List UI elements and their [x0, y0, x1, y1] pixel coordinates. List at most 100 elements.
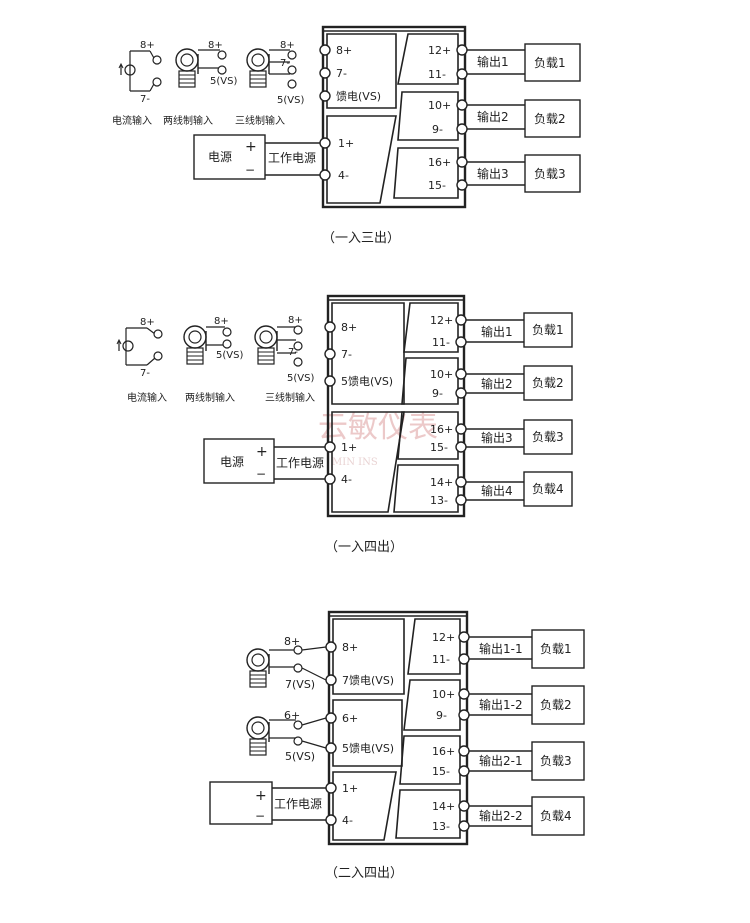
- svg-text:15-: 15-: [432, 765, 450, 778]
- power-supply-box: [203, 438, 275, 484]
- svg-text:13-: 13-: [430, 494, 448, 507]
- svg-text:7(VS): 7(VS): [285, 678, 315, 691]
- diagram-caption: （一入三出）: [322, 231, 400, 246]
- svg-text:13-: 13-: [432, 820, 450, 833]
- svg-text:输出2-1: 输出2-1: [479, 753, 523, 768]
- diagram-one-in-three-out: 8+ 7- 8+ 5(VS) 8+ 7- 5(VS) 电流输入 两线制输入 三线…: [112, 25, 581, 246]
- diagram-caption: （一入四出）: [325, 540, 403, 555]
- svg-text:16+: 16+: [428, 156, 451, 169]
- power-terminal-neg: 4-: [341, 473, 352, 486]
- legend-current-input: 电流输入: [112, 114, 152, 127]
- legend-two-wire-input: 两线制输入: [185, 391, 235, 404]
- svg-text:7-: 7-: [140, 94, 150, 105]
- svg-text:+: +: [255, 788, 267, 804]
- svg-text:11-: 11-: [432, 653, 450, 666]
- svg-text:负载4: 负载4: [540, 809, 572, 823]
- svg-text:7-: 7-: [140, 368, 150, 379]
- input-terminal-2: 7-: [336, 67, 347, 80]
- watermark-text: 云敏仪表: [318, 410, 438, 445]
- svg-text:−: −: [255, 809, 265, 823]
- svg-text:负载1: 负载1: [540, 642, 572, 656]
- input-terminal-1: 8+: [341, 321, 357, 334]
- svg-text:负载4: 负载4: [532, 482, 564, 496]
- power-supply-label: 电源: [220, 455, 244, 469]
- svg-text:输出1: 输出1: [481, 324, 513, 339]
- svg-text:5(VS): 5(VS): [285, 750, 315, 763]
- module-body: [327, 610, 469, 846]
- input-terminal-1: 8+: [336, 44, 352, 57]
- svg-text:7-: 7-: [280, 58, 290, 69]
- power-terminal-pos: 1+: [342, 782, 358, 795]
- svg-text:负载3: 负载3: [534, 167, 566, 181]
- svg-text:负载2: 负载2: [540, 698, 572, 712]
- input-terminal-3: 馈电(VS): [336, 90, 381, 103]
- svg-text:负载2: 负载2: [532, 376, 564, 390]
- svg-text:7-: 7-: [288, 347, 298, 358]
- svg-text:11-: 11-: [432, 336, 450, 349]
- power-terminal-neg: 4-: [338, 169, 349, 182]
- svg-text:8+: 8+: [288, 315, 303, 326]
- output-channel-2: 10+ 9- 输出2 负载2: [430, 365, 573, 401]
- svg-text:10+: 10+: [430, 368, 453, 381]
- svg-text:输出1-1: 输出1-1: [479, 641, 523, 656]
- svg-text:−: −: [245, 163, 255, 177]
- svg-text:8+: 8+: [214, 316, 229, 327]
- svg-text:5(VS): 5(VS): [216, 350, 243, 361]
- svg-text:11-: 11-: [428, 68, 446, 81]
- output-channel-1: 12+ 11- 输出1 负载1: [428, 43, 581, 82]
- svg-text:负载1: 负载1: [534, 56, 566, 70]
- power-supply-box: [193, 134, 266, 180]
- working-power-label: 工作电源: [276, 456, 324, 470]
- output-channel-2: 10+ 9- 输出1-2 负载2: [432, 685, 585, 725]
- two-wire-input-symbol: 8+ 5(VS): [183, 316, 243, 365]
- power-terminal-pos: 1+: [341, 441, 357, 454]
- svg-text:输出3: 输出3: [481, 430, 513, 445]
- output-channel-3: 16+ 15- 输出2-1 负载3: [432, 741, 585, 781]
- module-body: [321, 25, 467, 209]
- svg-text:负载3: 负载3: [532, 430, 564, 444]
- svg-text:15-: 15-: [430, 441, 448, 454]
- svg-text:−: −: [256, 467, 266, 481]
- svg-text:8+: 8+: [140, 40, 155, 51]
- svg-text:输出1: 输出1: [477, 54, 509, 69]
- working-power-label: 工作电源: [274, 797, 322, 811]
- svg-text:5(VS): 5(VS): [210, 76, 237, 87]
- input-terminal-2: 7-: [341, 348, 352, 361]
- legend-current-input: 电流输入: [127, 391, 167, 404]
- current-input-symbol: 8+ 7-: [116, 317, 163, 379]
- svg-text:14+: 14+: [432, 800, 455, 813]
- watermark-sub: MIN INS: [332, 457, 378, 468]
- svg-text:10+: 10+: [428, 99, 451, 112]
- three-wire-input-symbol: 8+ 7- 5(VS): [254, 315, 314, 384]
- input-terminal-1: 8+: [342, 641, 358, 654]
- module-body: [326, 294, 466, 518]
- svg-text:输出2: 输出2: [477, 109, 509, 124]
- svg-text:+: +: [256, 444, 268, 460]
- svg-text:负载2: 负载2: [534, 112, 566, 126]
- input-terminal-4: 5馈电(VS): [342, 742, 394, 755]
- power-terminal-neg: 4-: [342, 814, 353, 827]
- output-channel-3: 16+ 15- 输出3 负载3: [428, 154, 581, 193]
- svg-text:输出3: 输出3: [477, 166, 509, 181]
- svg-text:输出2: 输出2: [481, 376, 513, 391]
- output-channel-1: 12+ 11- 输出1-1 负载1: [432, 629, 585, 669]
- output-channel-1: 12+ 11- 输出1 负载1: [430, 312, 573, 349]
- svg-text:14+: 14+: [430, 476, 453, 489]
- sensor-1-symbol: 8+ 7(VS): [246, 635, 315, 691]
- svg-text:6+: 6+: [284, 709, 300, 722]
- power-supply-label: 电源: [208, 150, 232, 164]
- three-wire-input-symbol: 8+ 7- 5(VS): [246, 40, 304, 106]
- sensor-2-symbol: 6+ 5(VS): [246, 709, 315, 763]
- legend-three-wire-input: 三线制输入: [265, 391, 315, 404]
- svg-text:输出1-2: 输出1-2: [479, 697, 523, 712]
- svg-text:输出4: 输出4: [481, 483, 513, 498]
- svg-text:8+: 8+: [208, 40, 223, 51]
- working-power-label: 工作电源: [268, 151, 316, 165]
- svg-text:输出2-2: 输出2-2: [479, 808, 523, 823]
- svg-text:9-: 9-: [436, 709, 447, 722]
- svg-text:5(VS): 5(VS): [287, 373, 314, 384]
- svg-text:15-: 15-: [428, 179, 446, 192]
- svg-text:10+: 10+: [432, 688, 455, 701]
- current-input-symbol: 8+ 7-: [118, 40, 162, 105]
